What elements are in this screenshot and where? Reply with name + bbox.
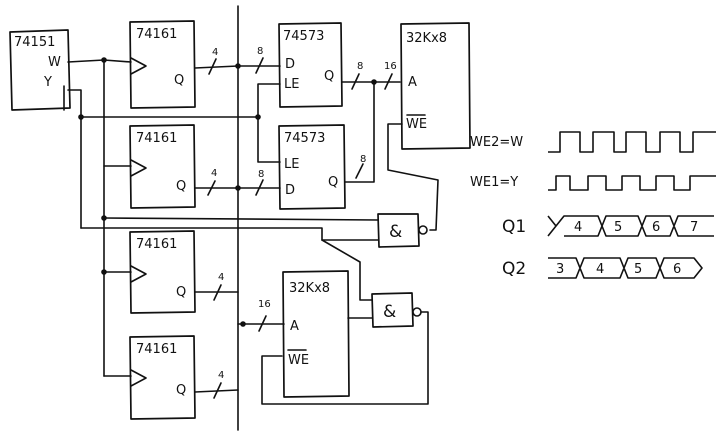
we2-waveform: [548, 131, 716, 153]
latch-2-in-width: 8: [258, 169, 264, 180]
gate-2-output: [261, 311, 429, 405]
q2-label: Q2: [502, 259, 526, 279]
counter-1-74161: 74161 Q: [129, 20, 196, 109]
ram-2-32kx8: 32Kx8 A WE: [282, 270, 350, 398]
q2-value-2: 4: [596, 262, 604, 277]
ram-2-pin-we: WE: [288, 353, 309, 368]
bus-slash: [258, 315, 267, 332]
junction-dot: [240, 321, 246, 327]
bus-slash: [255, 179, 264, 196]
counter-1-clock-wire: [103, 59, 132, 63]
q1-value-2: 5: [614, 220, 622, 235]
counter-4-q: Q: [176, 383, 186, 398]
bus-slash: [207, 180, 216, 196]
q2-value-4: 6: [673, 262, 681, 277]
ram-1-pin-we: WE: [406, 117, 427, 132]
gate-2-symbol: &: [383, 302, 396, 322]
ram-2-part: 32Kx8: [289, 281, 330, 296]
counter-3-part: 74161: [136, 237, 177, 252]
counter-2-74161: 74161 Q: [129, 124, 196, 209]
q1-bus-waveform: [547, 215, 714, 237]
ram-1-part: 32Kx8: [406, 31, 447, 46]
latch-1-pin-d: D: [285, 57, 295, 72]
counter-1-output-bus: [194, 65, 239, 69]
counter-1-q: Q: [174, 73, 184, 88]
counter-4-clock-icon: [130, 369, 147, 387]
counter-3-bus-width: 4: [218, 272, 224, 283]
latch-1-in-width: 8: [257, 46, 263, 57]
counter-4-74161: 74161 Q: [129, 335, 196, 420]
we1-label: WE1=Y: [470, 175, 518, 190]
latch-1-out-width: 8: [357, 61, 363, 72]
y-signal-wire: [63, 85, 82, 229]
multiplexer-pin-y: Y: [43, 75, 52, 90]
latch-2-pin-le: LE: [284, 157, 299, 172]
counter-3-q: Q: [176, 285, 186, 300]
we1-waveform: [548, 175, 716, 191]
latch-2-part: 74573: [284, 131, 325, 146]
q2-value-1: 3: [556, 262, 564, 277]
latch-2-74573: 74573 LE D Q: [278, 124, 346, 210]
counter-2-clock-icon: [130, 159, 147, 177]
bus-slash: [213, 284, 222, 301]
counter-2-part: 74161: [136, 131, 177, 146]
q1-value-4: 7: [690, 220, 698, 235]
gate-1-inversion-bubble: [418, 225, 428, 235]
bus-slash: [351, 73, 360, 90]
nand-gate-2: &: [371, 292, 422, 328]
latch-1-pin-le: LE: [284, 77, 299, 92]
counter-1-part: 74161: [136, 27, 177, 42]
q1-value-3: 6: [652, 220, 660, 235]
ram-2-addr-width: 16: [258, 299, 271, 310]
junction-dot: [78, 114, 84, 120]
latch-2-output-bus: [344, 81, 375, 183]
w-signal-wire: [67, 59, 105, 63]
gate-1-input-a: [103, 217, 379, 221]
counter-3-74161: 74161 Q: [129, 230, 196, 314]
counter-4-bus-width: 4: [218, 370, 224, 381]
counter-2-bus-width: 4: [211, 168, 217, 179]
ram-1-we-wire: [387, 123, 439, 231]
q2-value-3: 5: [634, 262, 642, 277]
latch-1-74573: 74573 D LE Q: [278, 22, 343, 108]
counter-3-clock-icon: [130, 265, 147, 283]
y-bus-horizontal: [80, 116, 281, 163]
q2-bus-waveform: [548, 257, 703, 279]
latch-1-part: 74573: [283, 29, 324, 44]
latch-2-pin-d: D: [285, 183, 295, 198]
counter-1-clock-icon: [130, 57, 147, 75]
ram-1-addr-width: 16: [384, 61, 397, 72]
latch-2-q: Q: [328, 175, 338, 190]
gate-1-input-b: [80, 227, 379, 241]
latch-1-q: Q: [324, 69, 334, 84]
timing-diagram: WE2=W WE1=Y Q1 4 5 6 7 Q2 3 4 5 6: [470, 131, 716, 279]
counter-1-bus-width: 4: [212, 47, 218, 58]
ram-1-32kx8: 32Kx8 A WE: [400, 22, 471, 150]
multiplexer-part-label: 74151: [14, 35, 55, 50]
we2-label: WE2=W: [470, 135, 523, 150]
bus-slash: [355, 163, 364, 179]
multiplexer-74151: 74151 W Y: [9, 29, 71, 111]
ram-1-pin-a: A: [408, 75, 417, 90]
q1-value-1: 4: [574, 220, 582, 235]
q1-label: Q1: [502, 217, 526, 237]
gate-1-symbol: &: [389, 222, 402, 242]
latch-1-le-wire: [257, 83, 281, 118]
gate-2-inversion-bubble: [412, 307, 422, 317]
multiplexer-pin-w: W: [48, 55, 61, 70]
bus-slash: [255, 57, 264, 74]
ram-2-pin-a: A: [290, 319, 299, 334]
latch-2-out-width: 8: [360, 154, 366, 165]
gate-2-input-a: [321, 239, 373, 301]
junction-dot: [255, 114, 261, 120]
counter-2-q: Q: [176, 179, 186, 194]
bus-slash: [208, 58, 217, 75]
bus-slash: [384, 73, 393, 90]
counter-4-part: 74161: [136, 342, 177, 357]
nand-gate-1: &: [377, 213, 428, 248]
bus-slash: [213, 382, 222, 399]
